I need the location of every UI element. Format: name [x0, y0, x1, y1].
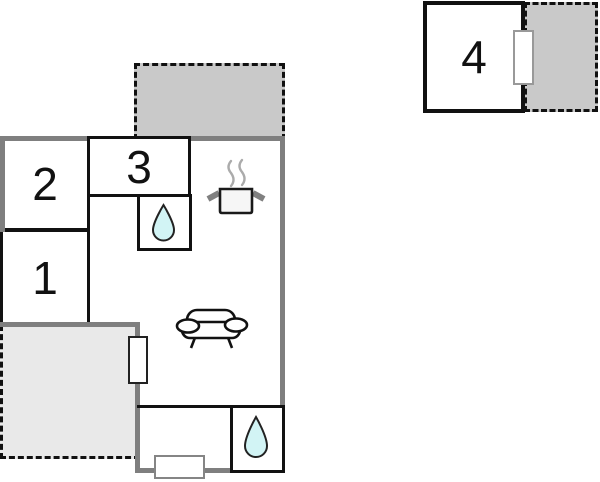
wall-left-lower	[135, 322, 140, 473]
window-bottom-wall	[154, 455, 205, 479]
room-1-label: 1	[32, 252, 58, 304]
terrace-room-4	[524, 2, 598, 112]
terrace-bottom-left	[0, 325, 140, 459]
door-room-4	[513, 30, 534, 85]
sofa-icon	[175, 308, 249, 349]
room-3-label: 3	[126, 140, 152, 193]
wall-bottom	[135, 468, 285, 473]
cooking-pot-icon	[206, 158, 266, 215]
room-4-label: 4	[461, 31, 487, 83]
wall-right	[280, 136, 285, 473]
partition-bottom-rooms	[137, 405, 285, 408]
droplet-icon	[243, 415, 269, 458]
steam-icon	[227, 158, 246, 188]
room-1: 1	[0, 229, 90, 327]
wall-left-upper	[0, 136, 5, 232]
droplet-icon	[151, 203, 176, 242]
room-3: 3	[87, 136, 191, 197]
door-left-wall	[128, 336, 148, 384]
wall-step	[0, 322, 140, 327]
room-2: 2	[0, 136, 90, 231]
terrace-top	[134, 63, 285, 140]
room-4: 4	[423, 1, 525, 113]
room-2-label: 2	[32, 157, 58, 210]
